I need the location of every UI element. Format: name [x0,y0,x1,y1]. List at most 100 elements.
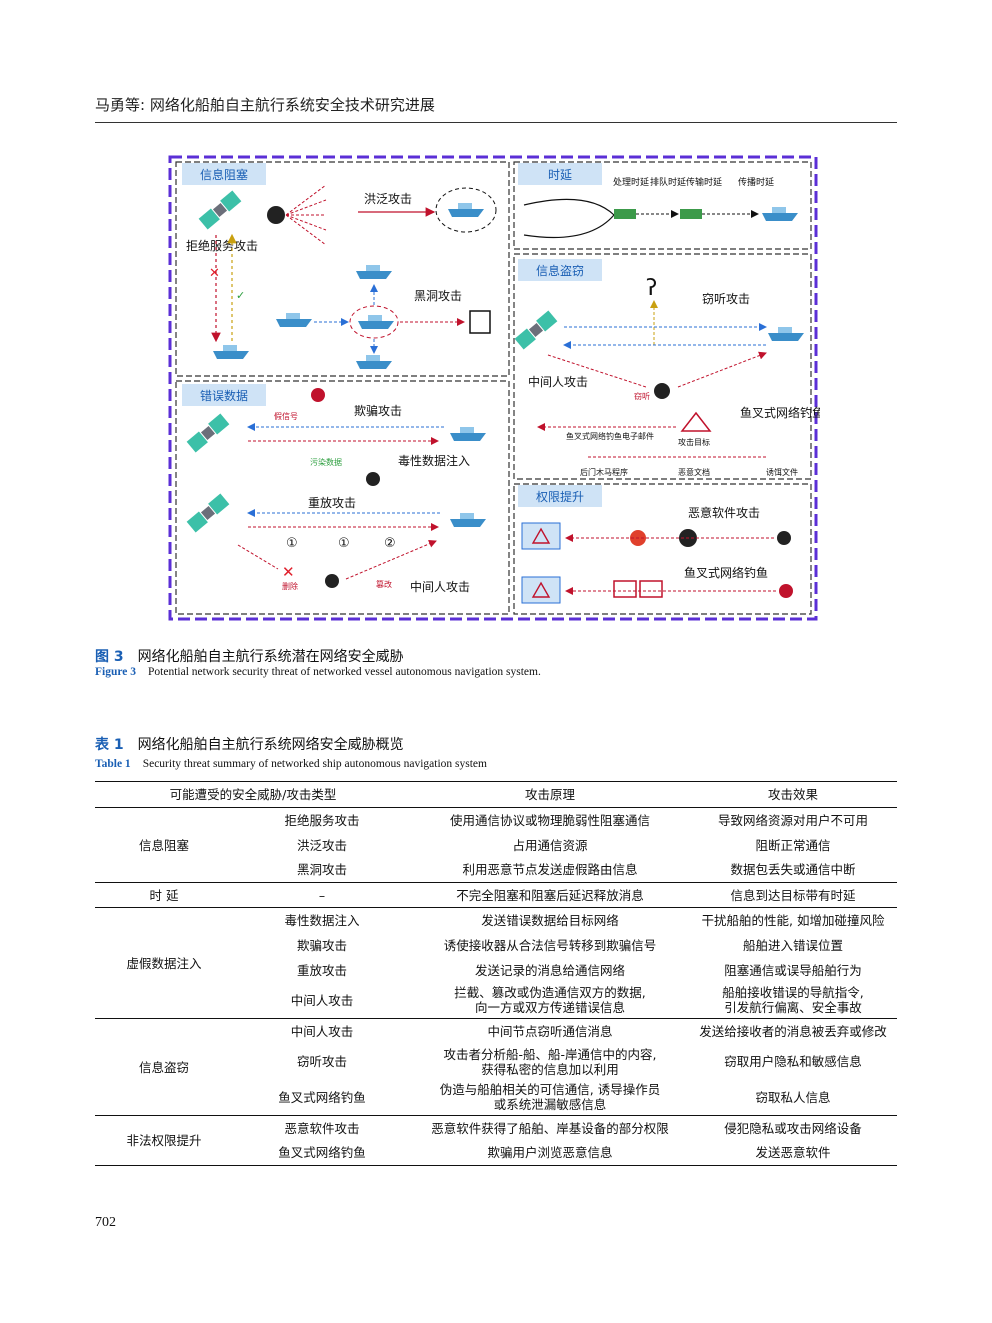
type-cell: 恶意软件攻击 [233,1116,411,1141]
principle-cell: 拦截、篡改或伪造通信双方的数据,向一方或双方传递错误信息 [411,983,689,1019]
stolen-label: 窃听 [634,391,650,401]
principle-line: 拦截、篡改或伪造通信双方的数据, [454,985,645,1000]
effect-cell: 船舶接收错误的导航指令,引发航行偏离、安全事故 [689,983,897,1019]
router-icon [614,209,636,219]
envelope-icon-1 [614,581,636,597]
effect-cell: 数据包丢失或通信中断 [689,858,897,883]
victim-laptop-2 [522,577,560,603]
attack-target-icon [682,413,710,431]
col-header-effect: 攻击效果 [689,782,897,808]
table-row: 非法权限提升 恶意软件攻击 恶意软件获得了船舶、岸基设备的部分权限 侵犯隐私或攻… [95,1116,897,1141]
principle-line: 或系统泄漏敏感信息 [494,1097,607,1112]
spear-phishing2-label: 鱼叉式网络钓鱼 [684,565,768,580]
threat-table: 可能遭受的安全威胁/攻击类型 攻击原理 攻击效果 信息阻塞 拒绝服务攻击 使用通… [95,781,897,1166]
threat-figure: 信息阻塞 时延 信息盗窃 错误数据 权限提升 拒绝服务攻击 ✕ ✓ 洪泛攻击 黑… [168,155,820,623]
effect-cell: 发送恶意软件 [689,1141,897,1166]
category-cell: 虚假数据注入 [95,908,233,1019]
panel-info-theft-title: 信息盗窃 [536,263,584,278]
figure-caption-en-label: Figure 3 [95,666,136,678]
type-cell: 黑洞攻击 [233,858,411,883]
table-caption-en-text: Security threat summary of networked shi… [143,758,487,770]
type-cell: 鱼叉式网络钓鱼 [233,1141,411,1166]
col-header-principle: 攻击原理 [411,782,689,808]
victim-laptop-1 [522,523,560,549]
table-row: 虚假数据注入 毒性数据注入 发送错误数据给目标网络 干扰船舶的性能, 如增加碰撞… [95,908,897,933]
principle-line: 获得私密的信息加以利用 [481,1062,619,1077]
principle-line: 伪造与船舶相关的可信通信, 诱导操作员 [440,1082,660,1097]
col-header-type: 可能遭受的安全威胁/攻击类型 [95,782,411,808]
attacker-icon [267,206,285,224]
type-cell: 中间人攻击 [233,983,411,1019]
effect-cell: 发送给接收者的消息被丢弃或修改 [689,1019,897,1044]
dos-vertical-label: 拒绝服务攻击 [186,238,258,253]
effect-cell: 侵犯隐私或攻击网络设备 [689,1116,897,1141]
effect-cell: 阻塞通信或误导船舶行为 [689,958,897,983]
principle-cell: 利用恶意节点发送虚假路由信息 [411,858,689,883]
satellite-icon [199,190,242,229]
attack-target-label: 攻击目标 [678,437,710,447]
hacker-icon [311,388,325,402]
effect-cell: 窃取私人信息 [689,1080,897,1116]
panel-info-blocking-frame [176,162,509,376]
spy-icon [654,383,670,399]
table-caption-en-label: Table 1 [95,758,131,770]
spoofing-label: 欺骗攻击 [354,403,402,418]
packet-num-1: ① [286,536,298,551]
delete-label: 删除 [282,581,298,591]
table-caption-text: 网络化船舶自主航行系统网络安全威胁概览 [138,737,404,753]
type-cell: 毒性数据注入 [233,908,411,933]
principle-cell: 使用通信协议或物理脆弱性阻塞通信 [411,808,689,833]
mitm-false-label: 中间人攻击 [410,579,470,594]
principle-line: 攻击者分析船-船、船-岸通信中的内容, [444,1047,657,1062]
type-cell: 鱼叉式网络钓鱼 [233,1080,411,1116]
mitm-theft-label: 中间人攻击 [528,374,588,389]
table-row: 信息阻塞 拒绝服务攻击 使用通信协议或物理脆弱性阻塞通信 导致网络资源对用户不可… [95,808,897,833]
figure-caption-en-text: Potential network security threat of net… [148,666,541,678]
tamper-label: 篡改 [376,579,392,589]
principle-line: 向一方或双方传递错误信息 [475,1000,625,1015]
type-cell: 重放攻击 [233,958,411,983]
principle-cell: 占用通信资源 [411,833,689,858]
phishing-mail-label: 鱼叉式网络钓鱼电子邮件 [566,431,654,441]
effect-cell: 干扰船舶的性能, 如增加碰撞风险 [689,908,897,933]
table-caption-en: Table 1 Security threat summary of networ… [95,758,487,770]
effect-line: 船舶接收错误的导航指令, [722,985,863,1000]
replay-label: 重放攻击 [308,495,356,510]
type-cell: 窃听攻击 [233,1044,411,1080]
bait-file-label: 诱饵文件 [766,467,798,477]
queue-delay-label: 排队时延 [650,176,686,188]
category-cell: 时 延 [95,883,233,908]
type-cell: 拒绝服务攻击 [233,808,411,833]
block-cross-icon: ✕ [209,266,220,281]
type-cell: 洪泛攻击 [233,833,411,858]
effect-cell: 信息到达目标带有时延 [689,883,897,908]
panel-delay-title: 时延 [548,168,572,182]
polluted-label: 污染数据 [310,457,342,467]
ship-icon [213,345,249,359]
running-header: 马勇等: 网络化船舶自主航行系统安全技术研究进展 [95,94,435,115]
malware-label: 恶意软件攻击 [688,505,760,520]
type-cell: 欺骗攻击 [233,933,411,958]
principle-cell: 中间节点窃听通信消息 [411,1019,689,1044]
header-rule [95,122,897,123]
table-row: 时 延 – 不完全阻塞和阻塞后延迟释放消息 信息到达目标带有时延 [95,883,897,908]
delete-cross-icon: ✕ [282,563,295,581]
panel-privilege-title: 权限提升 [536,489,584,504]
effect-line: 引发航行偏离、安全事故 [724,1000,862,1015]
principle-cell: 攻击者分析船-船、船-岸通信中的内容,获得私密的信息加以利用 [411,1044,689,1080]
effect-cell: 导致网络资源对用户不可用 [689,808,897,833]
effect-cell: 船舶进入错误位置 [689,933,897,958]
envelope-icon-2 [640,581,662,597]
packet-num-2: ① [338,536,350,551]
flood-label: 洪泛攻击 [364,192,412,206]
spoof-signal-label: 假信号 [274,411,298,421]
malicious-doc-label: 恶意文档 [678,467,710,477]
principle-cell: 恶意软件获得了船舶、岸基设备的部分权限 [411,1116,689,1141]
spear-phishing-label: 鱼叉式网络钓鱼 [740,405,820,420]
poison-label: 毒性数据注入 [398,453,470,468]
effect-cell: 阻断正常通信 [689,833,897,858]
blackhole-doc-icon [470,311,490,333]
principle-cell: 诱使接收器从合法信号转移到欺骗信号 [411,933,689,958]
